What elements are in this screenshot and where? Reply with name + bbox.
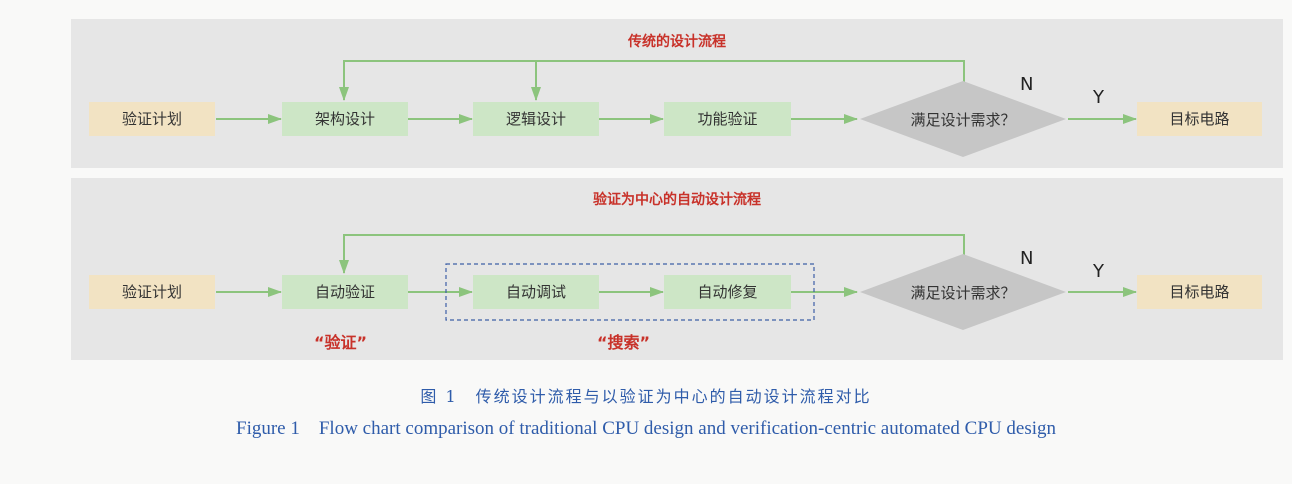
traditional-flow-panel: 传统的设计流程 <box>71 19 1283 168</box>
requirements-decision-label-bottom: 满足设计需求？ <box>910 283 1016 302</box>
architecture-design-box: 架构设计 <box>282 102 408 136</box>
target-circuit-box-bottom: 目标电路 <box>1137 275 1262 309</box>
auto-verification-box: 自动验证 <box>282 275 408 309</box>
verification-plan-box-bottom: 验证计划 <box>89 275 215 309</box>
yes-branch-label-bottom: Y <box>1093 261 1104 282</box>
no-branch-label-bottom: N <box>1020 248 1034 269</box>
yes-branch-label: Y <box>1093 87 1104 108</box>
verification-centric-flow-panel: 验证为中心的自动设计流程 <box>71 178 1283 360</box>
feedback-loop-bottom <box>339 234 965 274</box>
traditional-flow-title: 传统的设计流程 <box>628 34 726 50</box>
figure-caption-english: Figure 1 Flow chart comparison of tradit… <box>236 418 1056 439</box>
requirements-decision-diamond: 满足设计需求？ <box>860 81 1066 157</box>
verification-centric-flow-title: 验证为中心的自动设计流程 <box>593 192 761 208</box>
functional-verification-box: 功能验证 <box>664 102 791 136</box>
auto-repair-box: 自动修复 <box>664 275 791 309</box>
no-branch-label: N <box>1020 74 1034 95</box>
requirements-decision-label: 满足设计需求？ <box>910 110 1016 129</box>
verify-phase-label: “验证” <box>314 333 368 352</box>
auto-debug-box: 自动调试 <box>473 275 599 309</box>
feedback-loop-top <box>339 60 965 101</box>
figure-caption-chinese: 图 1 传统设计流程与以验证为中心的自动设计流程对比 <box>420 387 872 406</box>
search-phase-label: “搜索” <box>597 333 651 352</box>
target-circuit-box: 目标电路 <box>1137 102 1262 136</box>
requirements-decision-diamond-bottom: 满足设计需求？ <box>860 254 1066 330</box>
search-group-dashed-border <box>445 263 815 321</box>
verification-plan-box: 验证计划 <box>89 102 215 136</box>
logic-design-box: 逻辑设计 <box>473 102 599 136</box>
